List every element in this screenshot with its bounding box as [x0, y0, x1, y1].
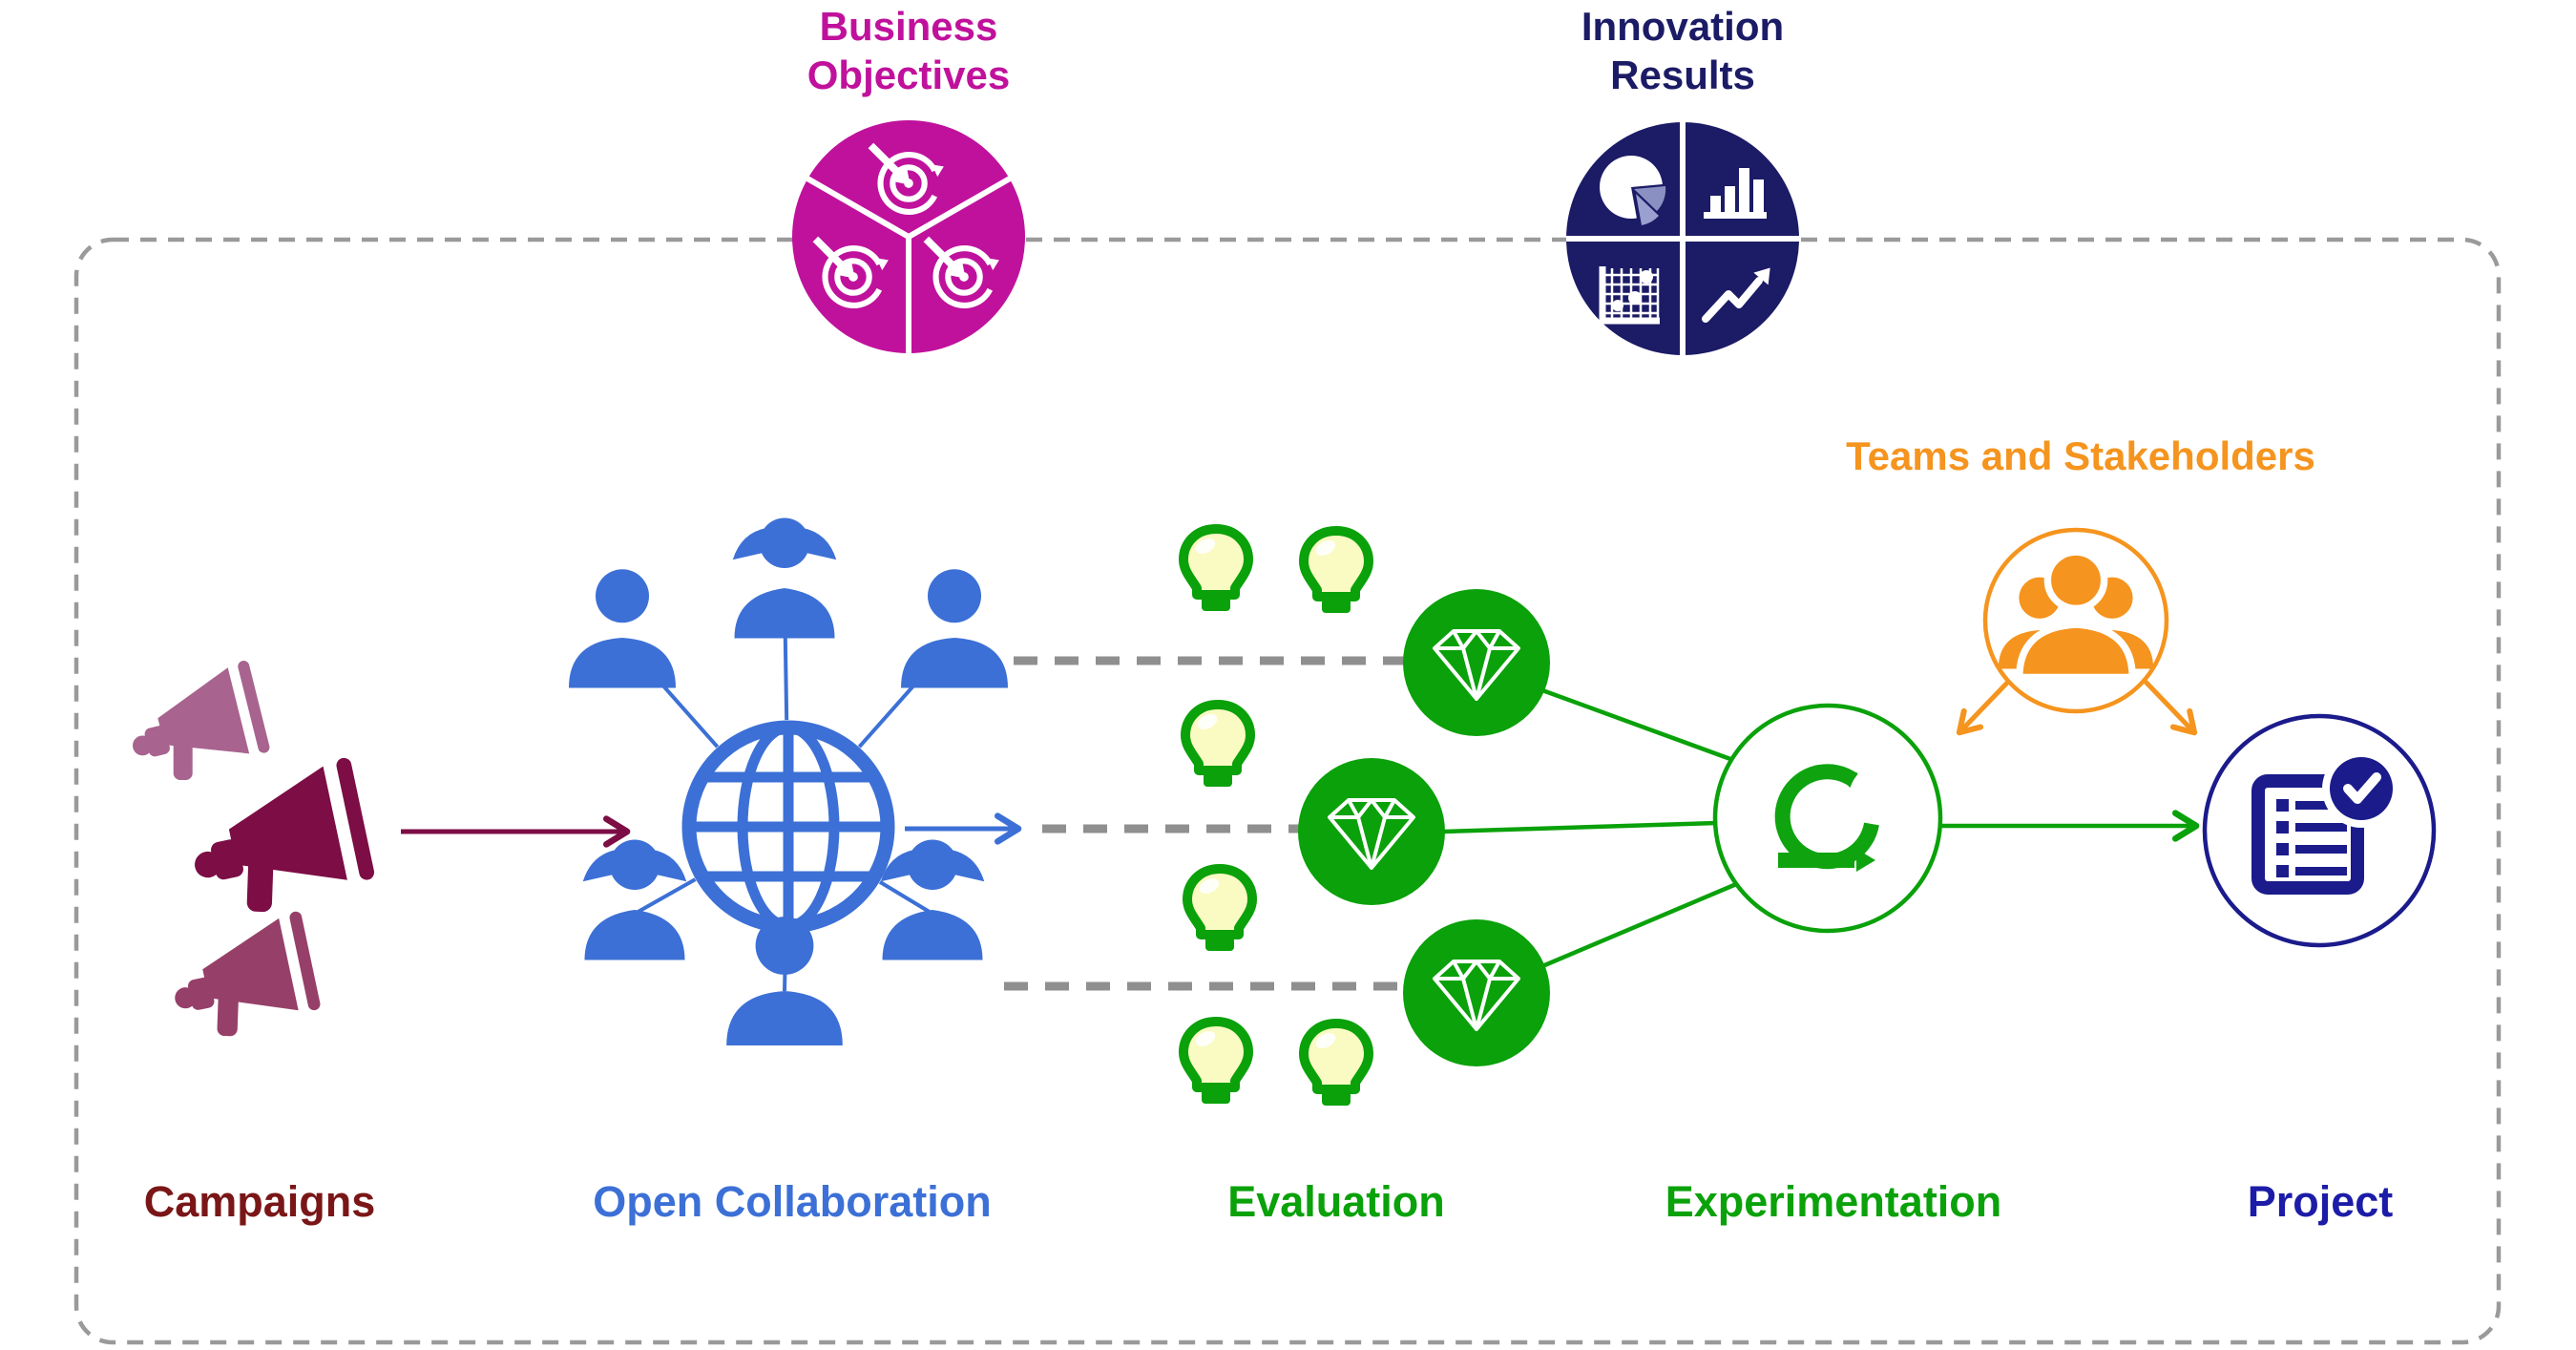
- gem-icon: [1401, 587, 1552, 738]
- stakeholder-arrows: [1956, 678, 2198, 736]
- business-objectives-node: [792, 120, 1025, 353]
- person-female-icon: [582, 839, 687, 960]
- gem-icon: [1296, 756, 1447, 907]
- experimentation-node: [1712, 703, 1943, 934]
- gem-to-experimentation-lines: [1443, 687, 1742, 969]
- agile-sprint-loop-icon: [1774, 764, 1879, 872]
- idea-flow-dashed-lines: [1004, 656, 1405, 991]
- person-female-icon: [880, 839, 985, 960]
- campaigns-label: Campaigns: [143, 1177, 376, 1226]
- idea-bulb-icon: [1185, 705, 1250, 787]
- idea-bulb-icon: [1183, 1022, 1248, 1104]
- evaluation-node: [1183, 529, 1552, 1106]
- person-icon: [569, 569, 676, 688]
- business-objectives-label: Business Objectives: [806, 4, 1011, 98]
- person-icon: [901, 569, 1008, 688]
- evaluation-label: Evaluation: [1227, 1177, 1445, 1226]
- teams-stakeholders-node: [1982, 527, 2169, 714]
- project-node: [2202, 713, 2437, 948]
- open-collaboration-label: Open Collaboration: [593, 1177, 992, 1226]
- pie-chart-icon: [1600, 156, 1666, 225]
- globe-icon: [681, 720, 895, 934]
- experimentation-label: Experimentation: [1665, 1177, 2002, 1226]
- trend-arrow-icon: [1702, 267, 1770, 323]
- teams-stakeholders-label: Teams and Stakeholders: [1846, 433, 2315, 478]
- campaigns-node: [118, 659, 379, 1048]
- bar-chart-icon: [1704, 168, 1767, 219]
- innovation-results-label: Innovation Results: [1581, 4, 1785, 98]
- idea-bulb-icon: [1187, 869, 1252, 951]
- scatter-plot-icon: [1599, 266, 1660, 325]
- innovation-results-node: [1566, 122, 1799, 355]
- megaphone-icon: [118, 659, 273, 792]
- open-collaboration-node: [569, 517, 1008, 1045]
- idea-bulb-icon: [1304, 1023, 1369, 1106]
- megaphone-icon: [162, 910, 324, 1048]
- idea-bulb-icon: [1183, 529, 1248, 611]
- checklist-check-icon: [2251, 749, 2400, 895]
- process-boundary-border: [73, 237, 2502, 1345]
- megaphone-icon: [178, 756, 379, 926]
- person-female-icon: [732, 517, 837, 639]
- project-label: Project: [2247, 1177, 2394, 1226]
- gem-icon: [1401, 918, 1552, 1068]
- idea-bulb-icon: [1304, 531, 1369, 613]
